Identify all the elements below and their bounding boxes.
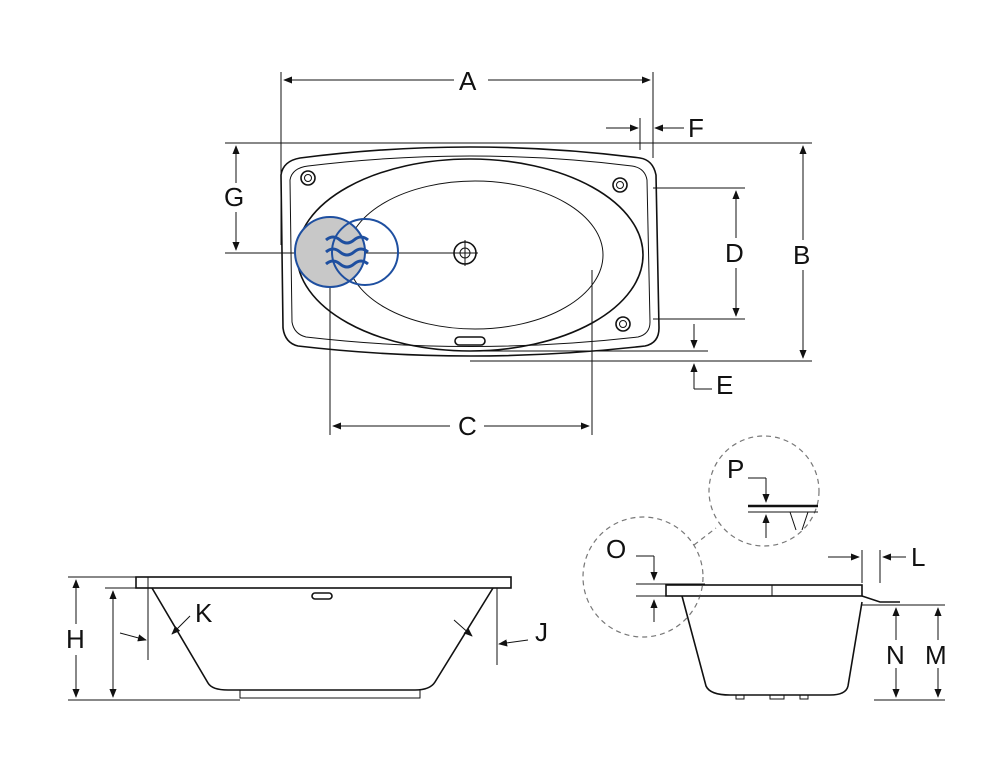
label-f: F xyxy=(688,113,704,143)
label-l: L xyxy=(911,542,925,572)
label-b: B xyxy=(793,240,810,270)
label-m: M xyxy=(925,640,947,670)
label-k: K xyxy=(195,598,213,628)
end-deck xyxy=(665,584,863,597)
end-basin xyxy=(681,595,863,696)
detail-circle-o xyxy=(582,516,704,638)
label-o: O xyxy=(606,534,626,564)
end-view: L N M O P xyxy=(582,435,947,701)
label-j: J xyxy=(535,617,548,647)
jet-icon xyxy=(300,170,631,332)
drain-icon xyxy=(452,240,478,266)
detail-circle-p xyxy=(708,435,820,547)
overflow-cover xyxy=(454,336,486,346)
label-p: P xyxy=(727,454,744,484)
label-a: A xyxy=(459,66,477,96)
label-n: N xyxy=(886,640,905,670)
label-g: G xyxy=(224,182,244,212)
label-c: C xyxy=(458,411,477,441)
label-e: E xyxy=(716,370,733,400)
side-deck xyxy=(135,576,512,589)
label-h: H xyxy=(66,624,85,654)
side-view: H K J xyxy=(66,576,548,701)
side-basin xyxy=(151,587,494,691)
basin-inner xyxy=(346,180,604,330)
tub-deck-outline xyxy=(280,146,660,357)
label-d: D xyxy=(725,238,744,268)
top-view: A F G B D E C xyxy=(224,66,812,441)
waves-icon xyxy=(294,216,399,288)
